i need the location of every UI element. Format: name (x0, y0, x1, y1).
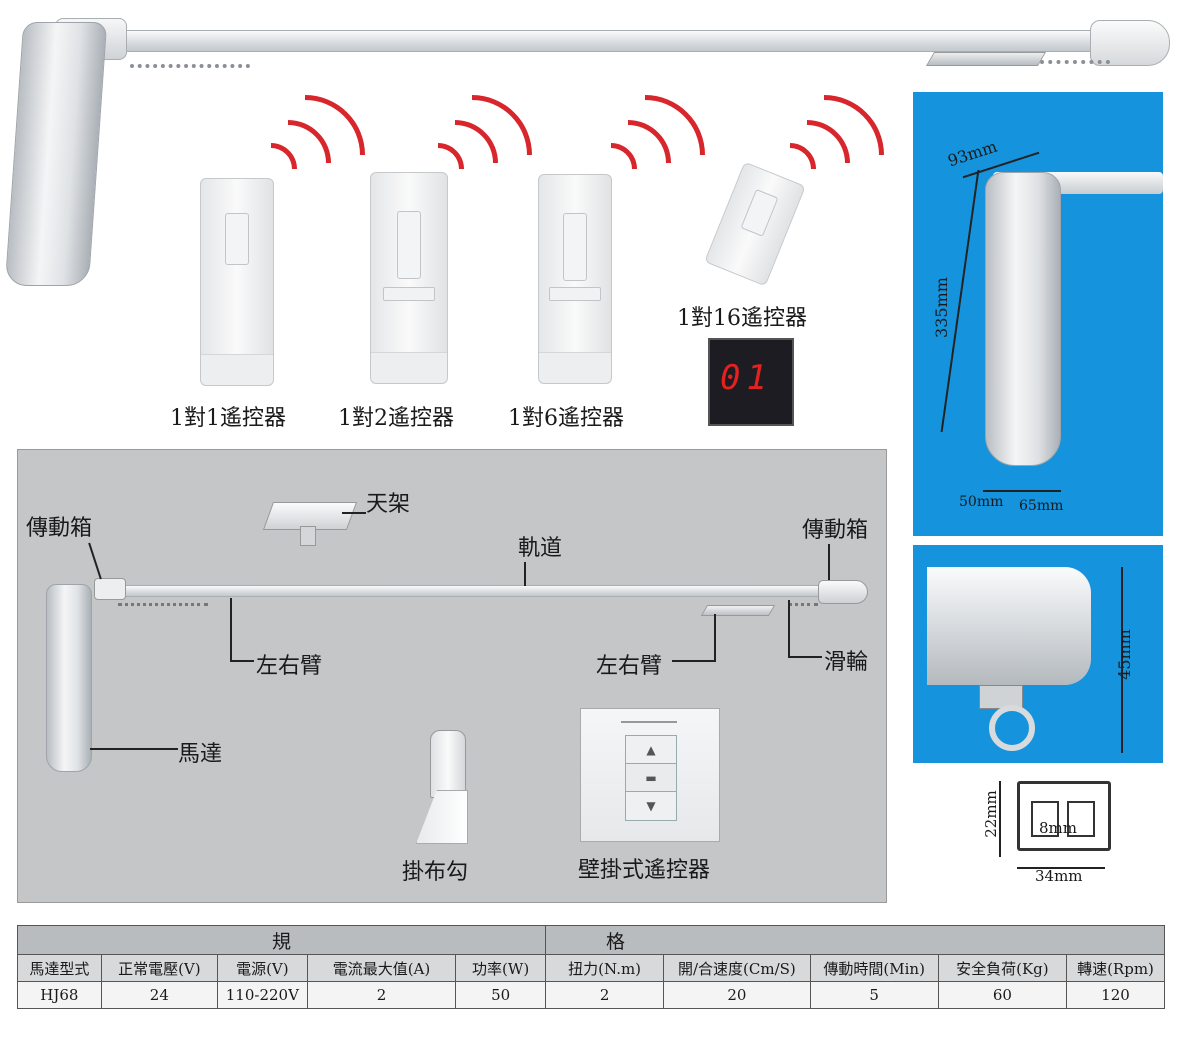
channel-display-value: 01 (720, 358, 773, 398)
spec-value: 110-220V (216, 981, 308, 1009)
dim-50mm: 50mm (959, 494, 1004, 510)
top-arm (925, 52, 1047, 66)
track-label: 軌道 (518, 536, 563, 561)
arm-left-label: 左右臂 (256, 654, 323, 679)
spec-value: 120 (1066, 981, 1165, 1009)
spec-header: 功率(W) (455, 954, 547, 982)
remote-1ch (200, 178, 274, 386)
remote-2ch (370, 172, 448, 384)
remote-16ch (704, 161, 806, 287)
top-runners-left (130, 46, 250, 68)
gearbox-right-label: 傳動箱 (802, 518, 869, 543)
remote-2ch-label: 1對2遙控器 (338, 406, 454, 431)
dim-45mm: 45mm (1114, 629, 1134, 680)
spec-value: HJ68 (17, 981, 102, 1009)
spec-header: 安全負荷(Kg) (937, 954, 1068, 982)
dim-8mm: 8mm (1039, 819, 1077, 837)
gearbox-left-label: 傳動箱 (26, 516, 93, 541)
motor-image (46, 584, 92, 772)
spec-header: 扭力(N.m) (545, 954, 665, 982)
wall-remote-label: 壁掛式遙控器 (578, 858, 711, 883)
rail-dimension-panel: 45mm (913, 545, 1163, 763)
spec-header: 正常電壓(V) (100, 954, 218, 982)
spec-value: 2 (545, 981, 665, 1009)
spec-header: 電流最大值(A) (306, 954, 457, 982)
spec-title-right: 格 (545, 925, 1165, 955)
top-motor (4, 22, 108, 286)
motor-label: 馬達 (178, 742, 223, 767)
wall-remote-up-button[interactable]: ▲ (625, 735, 677, 765)
spec-header: 馬達型式 (17, 954, 102, 982)
spec-header: 傳動時間(Min) (809, 954, 939, 982)
dim-335mm: 335mm (931, 277, 951, 338)
remote-1ch-label: 1對1遙控器 (170, 406, 286, 431)
components-panel: 天架 傳動箱 傳動箱 軌道 左右臂 左右臂 滑輪 馬達 掛布勾 ▲ ▬ ▼ 壁掛… (17, 449, 887, 903)
spec-header: 電源(V) (216, 954, 308, 982)
spec-header: 開/合速度(Cm/S) (663, 954, 811, 982)
remote-6ch (538, 174, 612, 384)
wall-remote-stop-button[interactable]: ▬ (625, 763, 677, 793)
hook-label: 掛布勾 (402, 860, 469, 885)
spec-value: 24 (100, 981, 218, 1009)
remote-6ch-label: 1對6遙控器 (508, 406, 624, 431)
top-runners-right (1040, 46, 1110, 64)
track-profile-drawing: 22mm 8mm 34mm (975, 775, 1135, 895)
spec-title-left: 規 (16, 925, 547, 955)
arm-right-label: 左右臂 (596, 654, 663, 679)
wall-remote-down-button[interactable]: ▼ (625, 791, 677, 821)
spec-value: 2 (306, 981, 457, 1009)
spec-value: 20 (663, 981, 811, 1009)
dim-93mm: 93mm (945, 136, 1000, 171)
dim-22mm: 22mm (981, 790, 1000, 838)
wall-remote-image: ▲ ▬ ▼ (580, 708, 720, 842)
hook-image (430, 730, 466, 798)
spec-value: 5 (809, 981, 939, 1009)
spec-value: 50 (455, 981, 547, 1009)
spec-header: 轉速(Rpm) (1066, 954, 1165, 982)
spec-value: 60 (937, 981, 1068, 1009)
channel-display: 01 (708, 338, 794, 426)
spec-table: 規 格 馬達型式 正常電壓(V) 電源(V) 電流最大值(A) 功率(W) 扭力… (16, 925, 1165, 1009)
motor-dimension-panel: 93mm 335mm 50mm 65mm (913, 92, 1163, 536)
dim-65mm: 65mm (1019, 498, 1064, 514)
dim-34mm: 34mm (1035, 867, 1083, 885)
remote-16ch-label: 1對16遙控器 (677, 306, 807, 331)
ceiling-bracket-label: 天架 (366, 492, 411, 517)
pulley-label: 滑輪 (824, 650, 869, 675)
track-image (100, 585, 842, 597)
top-right-endcap (1090, 20, 1170, 66)
